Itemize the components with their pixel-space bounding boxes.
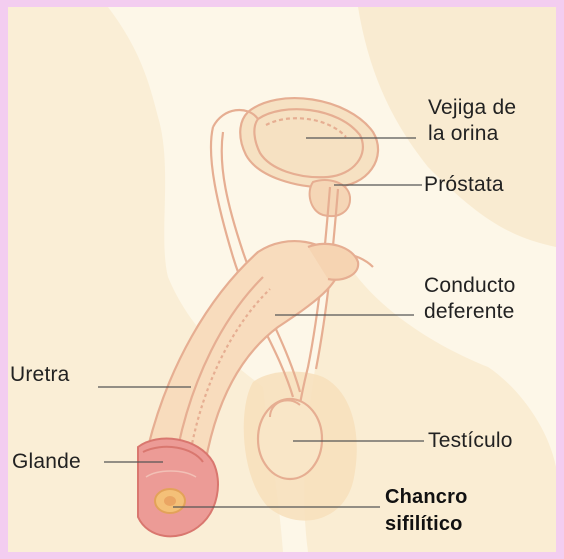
- label-chancre: Chancro sifilítico: [385, 484, 468, 538]
- label-testicle: Testículo: [428, 428, 513, 454]
- label-urethra: Uretra: [10, 362, 70, 388]
- label-prostate: Próstata: [424, 172, 504, 198]
- label-glans: Glande: [12, 449, 81, 475]
- label-bladder: Vejiga de la orina: [428, 95, 516, 147]
- label-vas-deferens: Conducto deferente: [424, 273, 516, 325]
- diagram-panel: Vejiga de la orina Próstata Conducto def…: [8, 7, 556, 552]
- chancre-lesion: [155, 489, 185, 513]
- testicle-organ: [258, 399, 322, 479]
